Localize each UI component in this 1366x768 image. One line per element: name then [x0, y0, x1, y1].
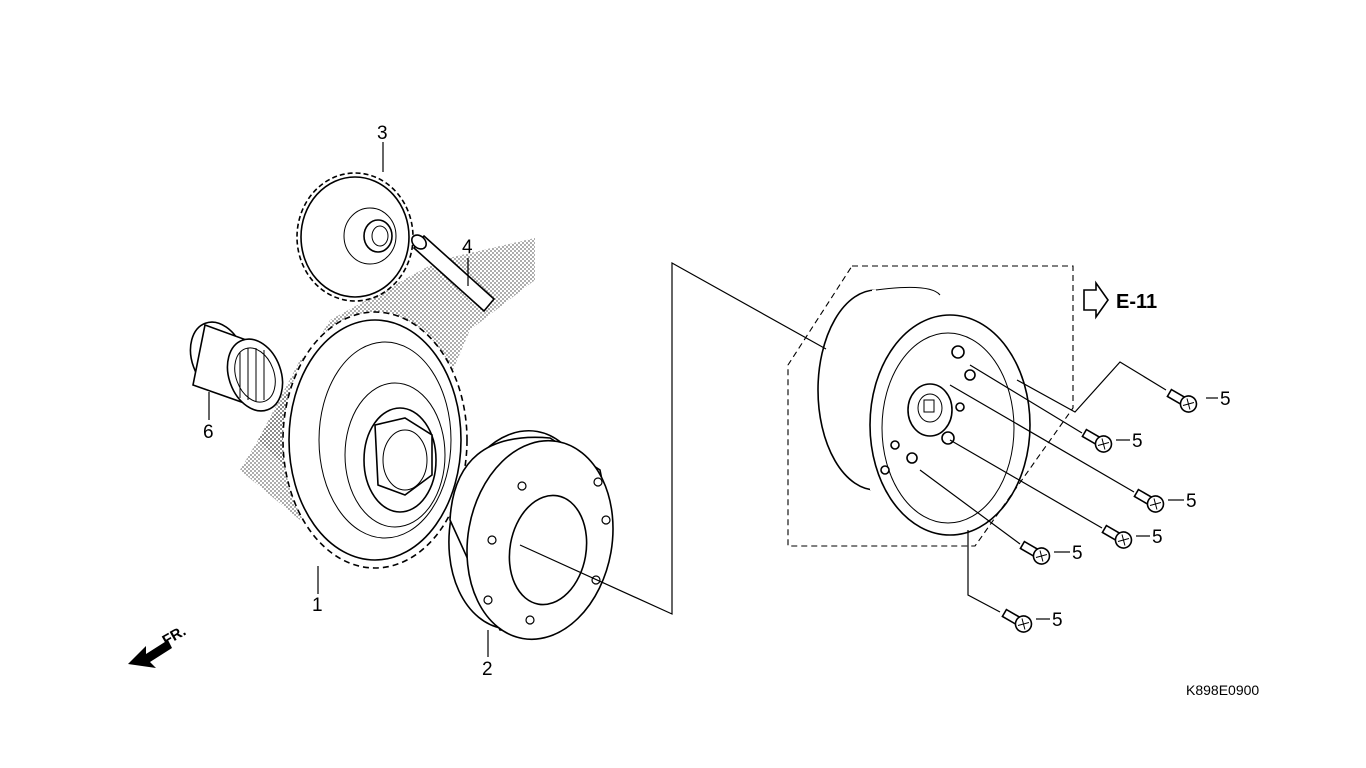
bolt-leaders: [919, 361, 1167, 613]
reference-arrow-icon: [1083, 280, 1109, 320]
connector-line: [519, 261, 827, 615]
callout-bolt: 5: [1052, 610, 1063, 631]
assembly-outline: [787, 265, 1074, 547]
callout-gear-small: 3: [377, 123, 388, 144]
front-arrow-icon: [128, 640, 172, 668]
bolt: [1081, 428, 1113, 453]
large-starter-gear[interactable]: [282, 311, 468, 569]
drawing-code: K898E0900: [1186, 682, 1259, 698]
bolts[interactable]: [1000, 386, 1199, 635]
needle-bearing[interactable]: [181, 314, 292, 418]
bolt: [1133, 488, 1165, 513]
clutch-outer[interactable]: [434, 419, 629, 651]
pin[interactable]: [409, 232, 496, 313]
bolt: [1001, 608, 1033, 633]
bolt: [1101, 524, 1133, 549]
callout-bolt: 5: [1072, 543, 1083, 564]
callout-bolt: 5: [1220, 389, 1231, 410]
small-gear[interactable]: [296, 172, 414, 302]
callout-gear-large: 1: [312, 595, 323, 616]
bolt: [1166, 388, 1198, 413]
reference-label[interactable]: E-11: [1116, 291, 1157, 313]
callout-pin: 4: [462, 237, 473, 258]
callout-bolt: 5: [1186, 491, 1197, 512]
flywheel[interactable]: [817, 286, 1031, 536]
callout-bolt: 5: [1152, 527, 1163, 548]
callout-bolt: 5: [1132, 431, 1143, 452]
callout-bearing: 6: [203, 422, 214, 443]
callout-leaders: [208, 142, 1218, 657]
callout-clutch-outer: 2: [482, 659, 493, 680]
bolt: [1019, 540, 1051, 565]
